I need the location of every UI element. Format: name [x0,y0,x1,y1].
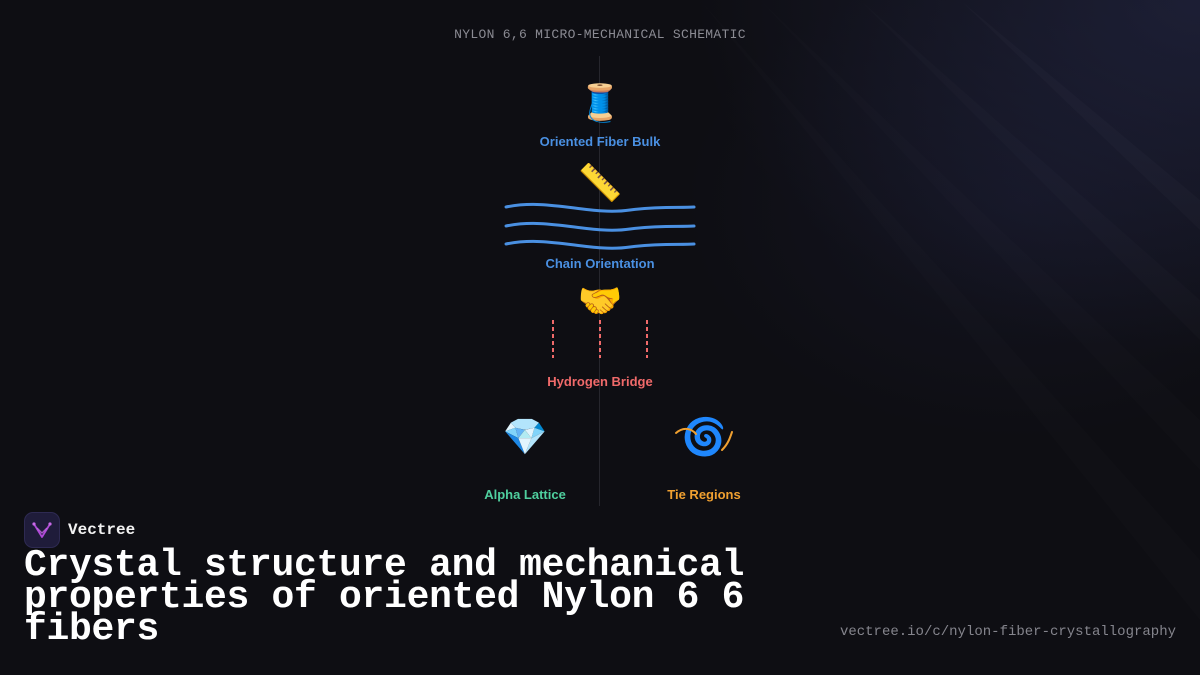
brand[interactable]: Vectree [24,512,135,548]
page-title: Crystal structure and mechanical propert… [24,544,745,651]
hydrogen-bond-lines [552,320,648,358]
node-label-alpha-lattice: Alpha Lattice [484,487,566,502]
tie-region-strands [675,427,733,451]
straight-ruler-icon: 📏 [577,163,623,204]
chain-wave-3 [504,240,696,250]
chain-wave-2 [504,222,696,232]
node-label-chain-orientation: Chain Orientation [545,256,655,271]
handshake-icon: 🤝 [577,281,623,322]
node-label-oriented-fiber-bulk: Oriented Fiber Bulk [539,134,661,149]
cyclone-icon: 🌀 [681,417,727,458]
schematic-title: NYLON 6,6 MICRO-MECHANICAL SCHEMATIC [454,27,746,42]
node-label-hydrogen-bridge: Hydrogen Bridge [547,374,653,389]
connector-line [599,56,600,506]
gem-icon: 💎 [502,417,548,458]
chain-wave-1 [504,203,696,213]
chain-waves [504,203,696,250]
spool-of-thread-icon: 🧵 [577,83,623,124]
vectree-logo-icon [24,512,60,548]
brand-name: Vectree [68,521,136,539]
node-label-tie-regions: Tie Regions [667,487,741,502]
page-url[interactable]: vectree.io/c/nylon-fiber-crystallography [839,624,1176,640]
